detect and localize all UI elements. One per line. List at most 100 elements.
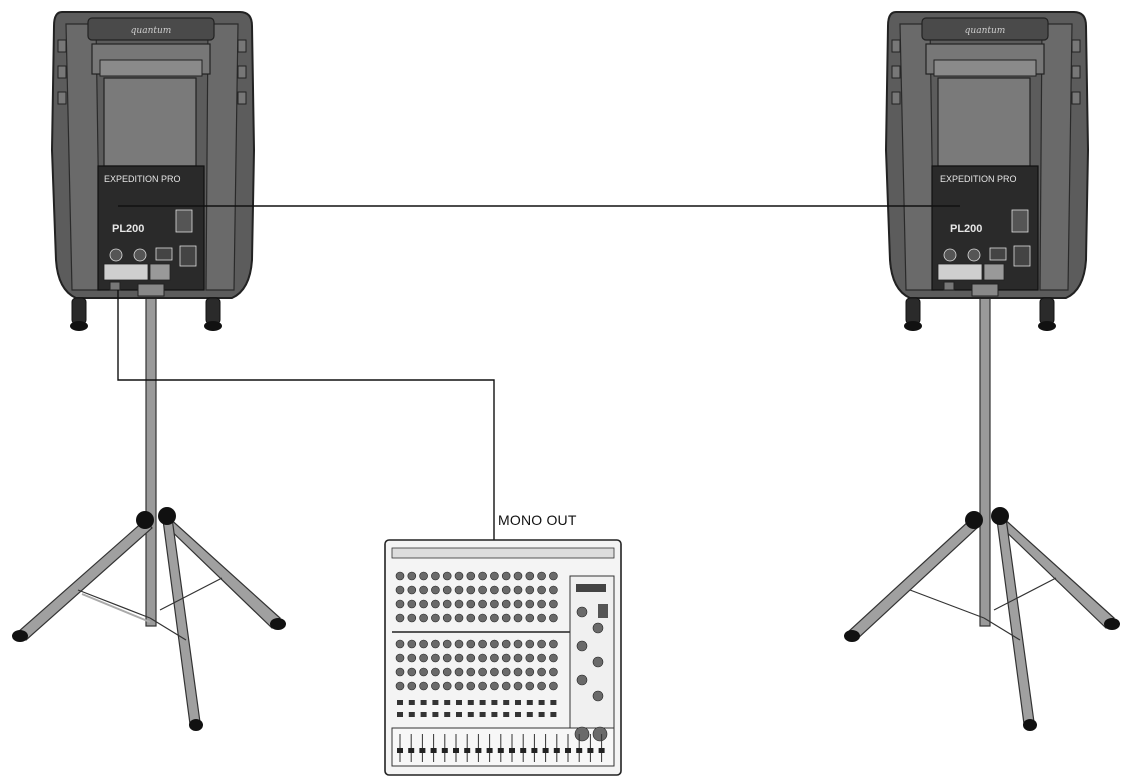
mixer-knob bbox=[454, 653, 464, 663]
mixer-knob bbox=[549, 653, 558, 663]
mixer-knob bbox=[442, 613, 452, 623]
mixer-knob bbox=[592, 656, 604, 668]
mixer-button bbox=[467, 700, 474, 705]
mixer-knob bbox=[407, 639, 417, 649]
mixer-knob bbox=[466, 653, 476, 663]
mixer-knob bbox=[490, 585, 499, 595]
mixer-knob bbox=[442, 585, 452, 595]
mixer-knob bbox=[501, 681, 511, 691]
mixer-knob bbox=[525, 599, 535, 609]
mixer-fader-cap bbox=[419, 748, 426, 753]
mixer-button bbox=[491, 700, 498, 705]
mixer-fader-cap bbox=[430, 748, 437, 753]
mixer-knob bbox=[395, 585, 405, 595]
mixer-knob bbox=[442, 599, 452, 609]
mixer-knob bbox=[490, 667, 499, 677]
mixer-knob bbox=[419, 681, 428, 691]
mixer-button bbox=[444, 700, 451, 705]
mixer-knob bbox=[525, 639, 535, 649]
mixer-button bbox=[538, 700, 545, 705]
mixer-knob bbox=[431, 653, 440, 663]
mixer-knob bbox=[525, 571, 535, 581]
mixer-knob bbox=[490, 571, 499, 581]
mixer-fader-cap bbox=[520, 748, 527, 753]
mixer-knob bbox=[549, 585, 558, 595]
mixer-knob bbox=[442, 639, 452, 649]
mixer-knob bbox=[407, 653, 417, 663]
mixer-knob bbox=[395, 653, 405, 663]
mixer-knob bbox=[490, 653, 499, 663]
mixer-knob bbox=[513, 681, 523, 691]
mixer-knob bbox=[549, 599, 558, 609]
right-tripod-stand bbox=[844, 295, 1120, 731]
mixer-fader-cap bbox=[397, 748, 403, 753]
mixer-fader-cap bbox=[453, 748, 459, 753]
mixer-knob bbox=[525, 613, 535, 623]
mixer-knob bbox=[478, 613, 487, 623]
mixer-knob bbox=[466, 585, 476, 595]
mixer-button bbox=[526, 700, 533, 705]
mixer-knob bbox=[431, 599, 440, 609]
mixer-knob bbox=[576, 606, 588, 618]
mixer-knob bbox=[431, 585, 440, 595]
mixer-knob bbox=[395, 599, 405, 609]
mixer-button bbox=[515, 712, 521, 717]
mixer-knob bbox=[537, 613, 546, 623]
mixer-fader-cap bbox=[587, 748, 594, 753]
mixer-knob bbox=[407, 681, 417, 691]
mixer-knob bbox=[525, 585, 535, 595]
mixer-knob bbox=[490, 639, 499, 649]
mixer-knob bbox=[501, 571, 511, 581]
mixer-knob bbox=[513, 639, 523, 649]
mixer-knob bbox=[501, 613, 511, 623]
mixer-knob bbox=[490, 613, 499, 623]
mixer-knob bbox=[419, 653, 428, 663]
mixer-knob bbox=[419, 613, 428, 623]
mixer-knob bbox=[395, 639, 405, 649]
mixer-fader-cap bbox=[408, 748, 415, 753]
mixer-button bbox=[526, 712, 533, 717]
mixer-knob bbox=[454, 681, 464, 691]
mixer-fader-cap bbox=[441, 748, 448, 753]
mixer-knob bbox=[513, 571, 523, 581]
mixer-knob bbox=[490, 599, 499, 609]
mixer-knob bbox=[592, 726, 608, 742]
mixer-knob bbox=[466, 667, 476, 677]
mixer-knob bbox=[407, 585, 417, 595]
mixer-knob bbox=[549, 613, 558, 623]
left-speaker-model: PL200 bbox=[112, 223, 144, 235]
mixer-knob bbox=[537, 667, 546, 677]
mixer-fader-cap bbox=[565, 748, 571, 753]
mixer-knob bbox=[549, 667, 558, 677]
mixer-knob bbox=[576, 674, 588, 686]
mixer-knob bbox=[574, 726, 590, 742]
mono-out-cable bbox=[117, 290, 495, 545]
mixer-fader-cap bbox=[553, 748, 560, 753]
mixer-knob bbox=[513, 585, 523, 595]
mixer-button bbox=[456, 700, 462, 705]
mixer-knob bbox=[549, 681, 558, 691]
mixer-knob bbox=[501, 585, 511, 595]
mixer-button bbox=[456, 712, 462, 717]
mixer-knob bbox=[407, 613, 417, 623]
mixer-knob bbox=[478, 571, 487, 581]
svg-text:quantum: quantum bbox=[131, 26, 172, 36]
mixer-knob bbox=[537, 653, 546, 663]
mixer-fader-cap bbox=[598, 748, 605, 753]
mixer-knob bbox=[442, 571, 452, 581]
mixer-knob bbox=[466, 613, 476, 623]
mixer-knob bbox=[442, 653, 452, 663]
mixer-knob bbox=[454, 613, 464, 623]
mixer-knob bbox=[442, 667, 452, 677]
mixer-knob bbox=[419, 599, 428, 609]
mixer-knob bbox=[407, 571, 417, 581]
mixer-knob bbox=[395, 571, 405, 581]
mixer-button bbox=[503, 700, 510, 705]
mixer-button bbox=[503, 712, 510, 717]
mixer-knob bbox=[466, 571, 476, 581]
mixer-fader-cap bbox=[475, 748, 482, 753]
mixer-knob bbox=[478, 653, 487, 663]
mixer-fader-cap bbox=[576, 748, 583, 753]
mixer-knob bbox=[454, 639, 464, 649]
mixer-knob bbox=[431, 571, 440, 581]
